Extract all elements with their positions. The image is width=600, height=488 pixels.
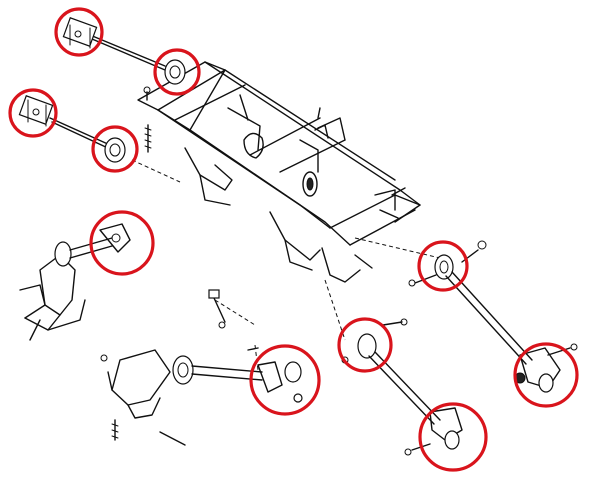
highlight-rings bbox=[8, 7, 579, 472]
highlight-ring bbox=[249, 344, 321, 416]
rear-subframe bbox=[137, 61, 421, 283]
lower-control-rod bbox=[18, 95, 126, 163]
right-lateral-rod bbox=[408, 240, 578, 393]
center-lateral-link bbox=[341, 318, 463, 456]
highlight-ring bbox=[153, 48, 201, 96]
highlight-ring bbox=[418, 402, 488, 472]
lower-left-arm-assembly bbox=[100, 289, 303, 446]
highlight-ring bbox=[337, 317, 393, 373]
highlight-ring bbox=[54, 7, 104, 57]
highlight-ring bbox=[8, 88, 58, 138]
highlight-ring bbox=[89, 210, 155, 276]
highlight-ring bbox=[91, 125, 139, 173]
left-knuckle-assembly bbox=[19, 223, 131, 341]
assembly-leader-lines bbox=[131, 159, 441, 371]
upper-control-rod bbox=[62, 17, 186, 85]
highlight-ring bbox=[417, 240, 469, 292]
highlight-ring bbox=[513, 342, 579, 408]
